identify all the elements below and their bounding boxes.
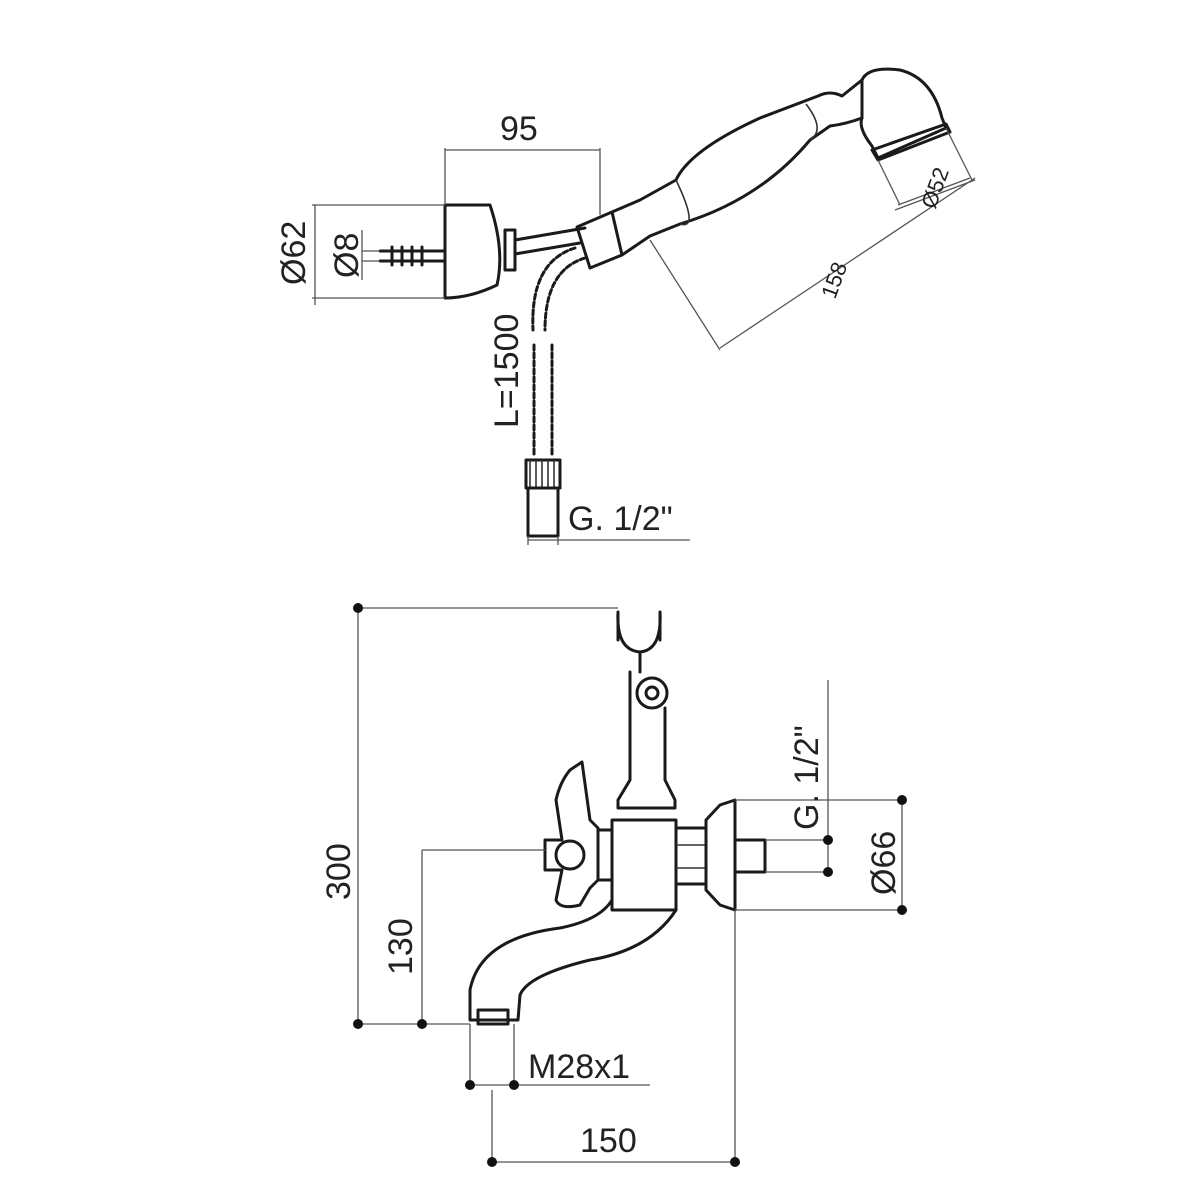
dim-300: 300 bbox=[320, 843, 358, 900]
bath-mixer-assembly bbox=[468, 610, 767, 1026]
dim-m28x1: M28x1 bbox=[528, 1048, 630, 1086]
dim-dia-62: Ø62 bbox=[275, 221, 313, 285]
handle-grip bbox=[675, 103, 818, 226]
body-collar bbox=[596, 828, 614, 882]
dim-dia-52: Ø52 bbox=[916, 164, 954, 212]
riser bbox=[616, 670, 677, 810]
dim-dia-66: Ø66 bbox=[865, 831, 903, 895]
dim-thread-hose: G. 1/2" bbox=[568, 500, 673, 538]
dim-95: 95 bbox=[500, 110, 538, 148]
spout-outlet bbox=[476, 1008, 510, 1026]
holder-arm bbox=[513, 226, 587, 256]
hex-nut bbox=[674, 826, 708, 886]
hose-nut bbox=[524, 458, 562, 490]
shower-head-face bbox=[870, 122, 952, 162]
hand-shower-dimensions: 95 Ø62 Ø8 L=1500 G. 1/2" 158 Ø52 bbox=[275, 110, 976, 545]
dim-hose-length: L=1500 bbox=[488, 314, 526, 428]
mixer-dimensions: 300 130 M28x1 150 Ø66 G. 1/2" bbox=[320, 603, 907, 1167]
shower-handle bbox=[610, 78, 864, 257]
fixing-pin bbox=[378, 245, 447, 267]
cross-handle bbox=[543, 760, 600, 909]
hook-pivot-inner bbox=[644, 685, 660, 701]
hose-fitting bbox=[526, 486, 560, 538]
hand-shower-assembly bbox=[378, 67, 952, 538]
dim-150: 150 bbox=[580, 1122, 637, 1160]
hose-upper bbox=[531, 246, 587, 332]
wall-bracket bbox=[443, 203, 502, 300]
hook-holder bbox=[616, 610, 662, 674]
hose-nut-ridges bbox=[529, 460, 555, 488]
hook-pivot bbox=[635, 676, 669, 710]
spout bbox=[468, 898, 678, 1022]
wall-flange bbox=[704, 798, 737, 912]
mixer-body bbox=[610, 818, 678, 912]
dim-158: 158 bbox=[816, 259, 852, 302]
bracket-flange bbox=[503, 228, 517, 272]
inlet-pipe bbox=[733, 838, 767, 874]
handle-cap bbox=[554, 839, 586, 871]
hose-lower bbox=[532, 343, 554, 457]
dim-inlet-thread: G. 1/2" bbox=[788, 725, 826, 830]
dim-dia-8: Ø8 bbox=[328, 233, 366, 278]
dim-130: 130 bbox=[382, 918, 420, 975]
shower-head bbox=[859, 67, 948, 160]
